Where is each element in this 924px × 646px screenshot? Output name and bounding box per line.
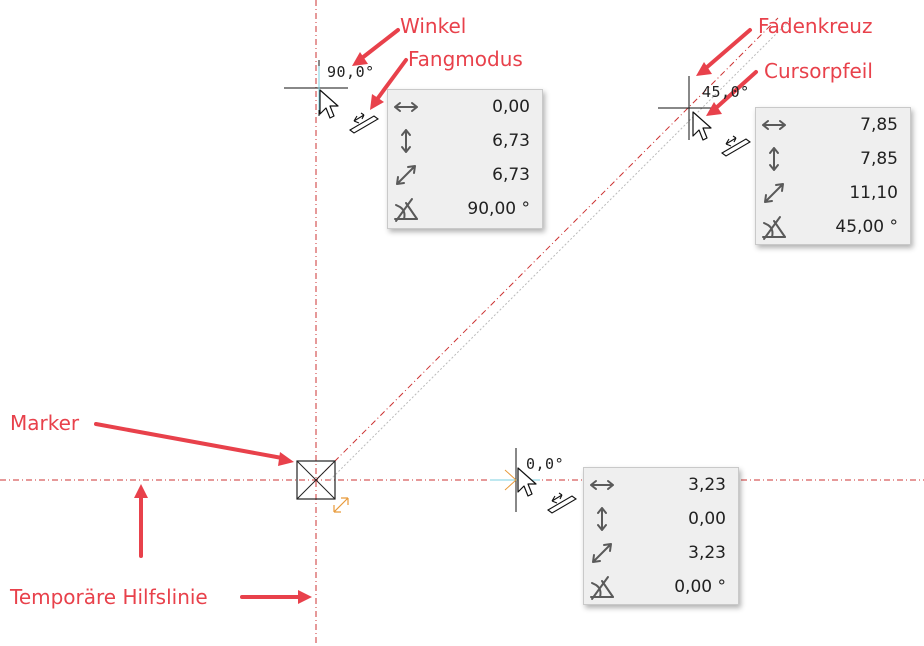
angle-icon xyxy=(590,576,614,600)
measure-value-distance: 6,73 xyxy=(492,165,530,185)
crosshair-diagonal-icon xyxy=(658,76,716,140)
diagonal-arrow-icon xyxy=(764,183,784,203)
label-marker: Marker xyxy=(10,411,80,435)
measure-row-angle: 45,00 ° xyxy=(756,210,910,244)
crosshair-vertical-icon xyxy=(284,60,348,116)
measure-row-dy: 0,00 xyxy=(584,502,738,536)
angle-readout-vertical: 90,0° xyxy=(327,63,375,81)
measurement-panel-horizontal: 3,23 0,00 3,23 0,00 ° xyxy=(583,467,739,605)
measure-row-dy: 6,73 xyxy=(388,124,542,158)
annotation-arrows xyxy=(94,28,758,604)
measure-value-distance: 3,23 xyxy=(688,543,726,563)
label-temporaere-hilfslinie: Temporäre Hilfslinie xyxy=(10,585,208,609)
angle-readout-horizontal: 0,0° xyxy=(526,455,565,473)
guide-line-diagonal xyxy=(315,17,779,481)
measure-row-dx: 0,00 xyxy=(388,90,542,124)
cursor-arrow-icon xyxy=(692,111,712,141)
measure-row-angle: 0,00 ° xyxy=(584,570,738,604)
cursor-arrow-icon xyxy=(319,89,339,119)
vertical-arrow-icon xyxy=(769,147,779,171)
measure-value-angle: 0,00 ° xyxy=(674,577,726,597)
measurement-panel-vertical: 0,00 6,73 6,73 90,00 ° xyxy=(387,89,543,229)
horizontal-arrow-icon xyxy=(762,120,786,130)
angle-icon xyxy=(762,216,786,240)
snap-mode-icon xyxy=(721,135,751,157)
measure-value-dx: 0,00 xyxy=(492,97,530,117)
measure-row-distance: 3,23 xyxy=(584,536,738,570)
label-winkel: Winkel xyxy=(400,14,467,38)
horizontal-arrow-icon xyxy=(394,102,418,112)
label-fadenkreuz: Fadenkreuz xyxy=(758,14,873,38)
marker-icon[interactable] xyxy=(296,460,336,500)
measure-row-dx: 3,23 xyxy=(584,468,738,502)
angle-readout-diagonal: 45,0° xyxy=(702,83,750,101)
guide-line-diagonal-faint xyxy=(329,19,791,481)
label-fangmodus: Fangmodus xyxy=(408,47,523,71)
measure-value-angle: 90,00 ° xyxy=(467,199,530,219)
measure-value-angle: 45,00 ° xyxy=(835,217,898,237)
snap-mode-icon xyxy=(547,492,577,514)
angle-icon xyxy=(394,198,418,222)
measure-value-dy: 7,85 xyxy=(860,149,898,169)
vertical-arrow-icon xyxy=(597,507,607,531)
measure-row-distance: 11,10 xyxy=(756,176,910,210)
diagonal-arrow-icon xyxy=(396,165,416,185)
measure-row-dy: 7,85 xyxy=(756,142,910,176)
measurement-panel-diagonal: 7,85 7,85 11,10 45,00 ° xyxy=(755,107,911,245)
measure-row-angle: 90,00 ° xyxy=(388,192,542,226)
vertical-arrow-icon xyxy=(401,129,411,153)
measure-row-dx: 7,85 xyxy=(756,108,910,142)
horizontal-arrow-icon xyxy=(590,480,614,490)
measure-row-distance: 6,73 xyxy=(388,158,542,192)
diagonal-arrow-icon xyxy=(592,543,612,563)
measure-value-dy: 0,00 xyxy=(688,509,726,529)
snap-mode-icon xyxy=(349,112,379,134)
label-cursorpfeil: Cursorpfeil xyxy=(764,59,873,83)
measure-value-dy: 6,73 xyxy=(492,131,530,151)
measure-value-dx: 3,23 xyxy=(688,475,726,495)
measure-value-dx: 7,85 xyxy=(860,115,898,135)
measure-value-distance: 11,10 xyxy=(849,183,898,203)
snap-accent-icon xyxy=(333,497,349,513)
